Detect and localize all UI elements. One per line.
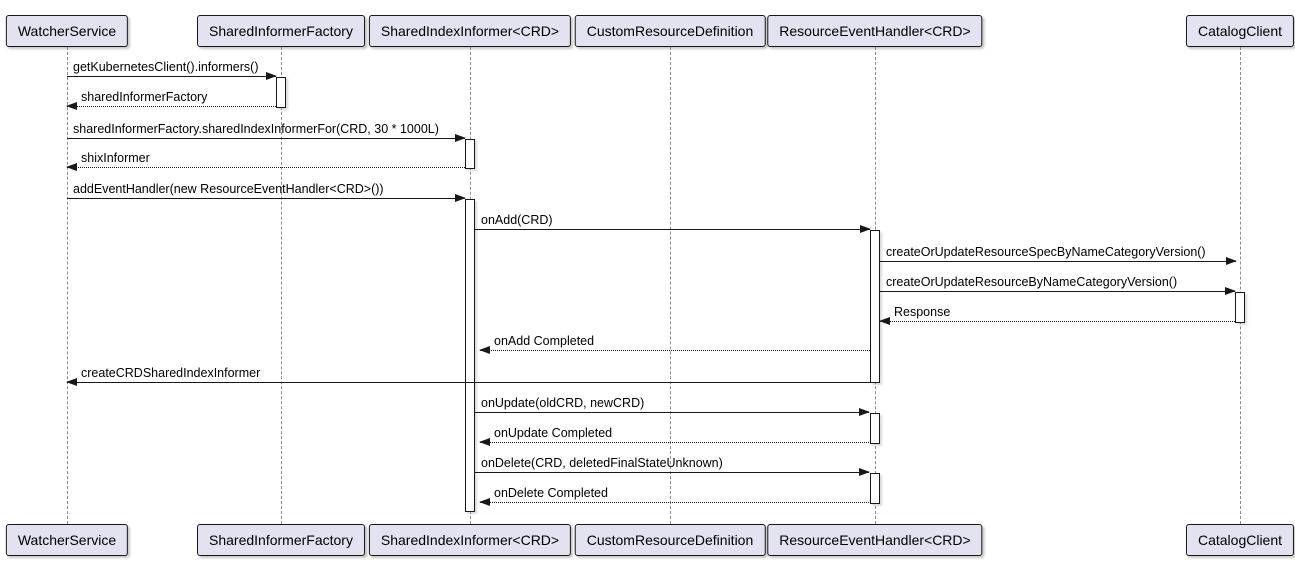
message-line — [475, 229, 870, 230]
arrowhead-left-icon — [479, 498, 490, 506]
participant-custom-resource-definition-top: CustomResourceDefinition — [574, 15, 766, 47]
participant-watcher-service-top: WatcherService — [5, 15, 129, 47]
arrowhead-right-icon — [1226, 257, 1237, 265]
activation-bar-shared-index-informer-2 — [465, 199, 475, 512]
message-label: Response — [894, 305, 951, 319]
lifeline-shared-informer-factory — [281, 47, 282, 524]
activation-bar-shared-index-informer-1 — [465, 139, 475, 169]
participant-catalog-client-top: CatalogClient — [1185, 15, 1295, 47]
message-label: createOrUpdateResourceByNameCategoryVers… — [886, 275, 1178, 289]
arrowhead-right-icon — [455, 194, 466, 202]
participant-shared-index-informer-top: SharedIndexInformer<CRD> — [368, 15, 572, 47]
arrowhead-right-icon — [266, 72, 277, 80]
arrowhead-left-icon — [879, 317, 890, 325]
message-line — [880, 321, 1235, 322]
message-line — [67, 106, 276, 107]
participant-shared-informer-factory-bottom: SharedInformerFactory — [197, 524, 365, 556]
message-label: onAdd(CRD) — [481, 213, 553, 227]
activation-bar-shared-informer-factory — [276, 77, 286, 108]
message-label: sharedInformerFactory — [81, 90, 208, 104]
activation-bar-resource-event-handler-onupdate — [870, 413, 880, 444]
arrowhead-right-icon — [860, 225, 871, 233]
lifeline-watcher-service — [67, 47, 68, 524]
arrowhead-right-icon — [455, 134, 466, 142]
arrowhead-left-icon — [479, 346, 490, 354]
participant-shared-informer-factory-top: SharedInformerFactory — [197, 15, 365, 47]
message-label: onAdd Completed — [494, 334, 595, 348]
message-label: onDelete Completed — [494, 486, 608, 500]
message-line — [67, 198, 465, 199]
message-label: addEventHandler(new ResourceEventHandler… — [73, 182, 384, 196]
arrowhead-right-icon — [1225, 287, 1236, 295]
message-line — [475, 472, 869, 473]
participant-shared-index-informer-bottom: SharedIndexInformer<CRD> — [368, 524, 572, 556]
lifeline-custom-resource-definition — [670, 47, 671, 524]
message-line — [67, 382, 878, 383]
message-label: onDelete(CRD, deletedFinalStateUnknown) — [481, 456, 723, 470]
message-label: createCRDSharedIndexInformer — [81, 366, 261, 380]
activation-bar-resource-event-handler-ondelete — [870, 473, 880, 504]
participant-watcher-service-bottom: WatcherService — [5, 524, 129, 556]
participant-catalog-client-bottom: CatalogClient — [1185, 524, 1295, 556]
activation-bar-catalog-client — [1235, 292, 1245, 323]
participant-custom-resource-definition-bottom: CustomResourceDefinition — [574, 524, 766, 556]
message-line — [67, 76, 276, 77]
arrowhead-right-icon — [859, 408, 870, 416]
message-label: onUpdate Completed — [494, 426, 613, 440]
arrowhead-left-icon — [479, 438, 490, 446]
message-label: shixInformer — [81, 151, 150, 165]
message-label: sharedInformerFactory.sharedIndexInforme… — [73, 122, 439, 136]
activation-bar-resource-event-handler-onadd — [870, 230, 880, 383]
participant-resource-event-handler-bottom: ResourceEventHandler<CRD> — [767, 524, 983, 556]
message-line — [480, 350, 870, 351]
arrowhead-right-icon — [859, 468, 870, 476]
lifeline-catalog-client — [1240, 47, 1241, 524]
participant-resource-event-handler-top: ResourceEventHandler<CRD> — [767, 15, 983, 47]
message-line — [67, 167, 465, 168]
arrowhead-left-icon — [66, 163, 77, 171]
message-line — [880, 291, 1235, 292]
message-label: createOrUpdateResourceSpecByNameCategory… — [886, 245, 1206, 259]
message-line — [880, 261, 1236, 262]
message-line — [480, 502, 869, 503]
message-line — [475, 412, 869, 413]
message-label: onUpdate(oldCRD, newCRD) — [481, 396, 645, 410]
arrowhead-left-icon — [66, 378, 77, 386]
arrowhead-left-icon — [66, 102, 77, 110]
message-line — [67, 138, 465, 139]
message-line — [480, 442, 869, 443]
message-label: getKubernetesClient().informers() — [73, 60, 259, 74]
